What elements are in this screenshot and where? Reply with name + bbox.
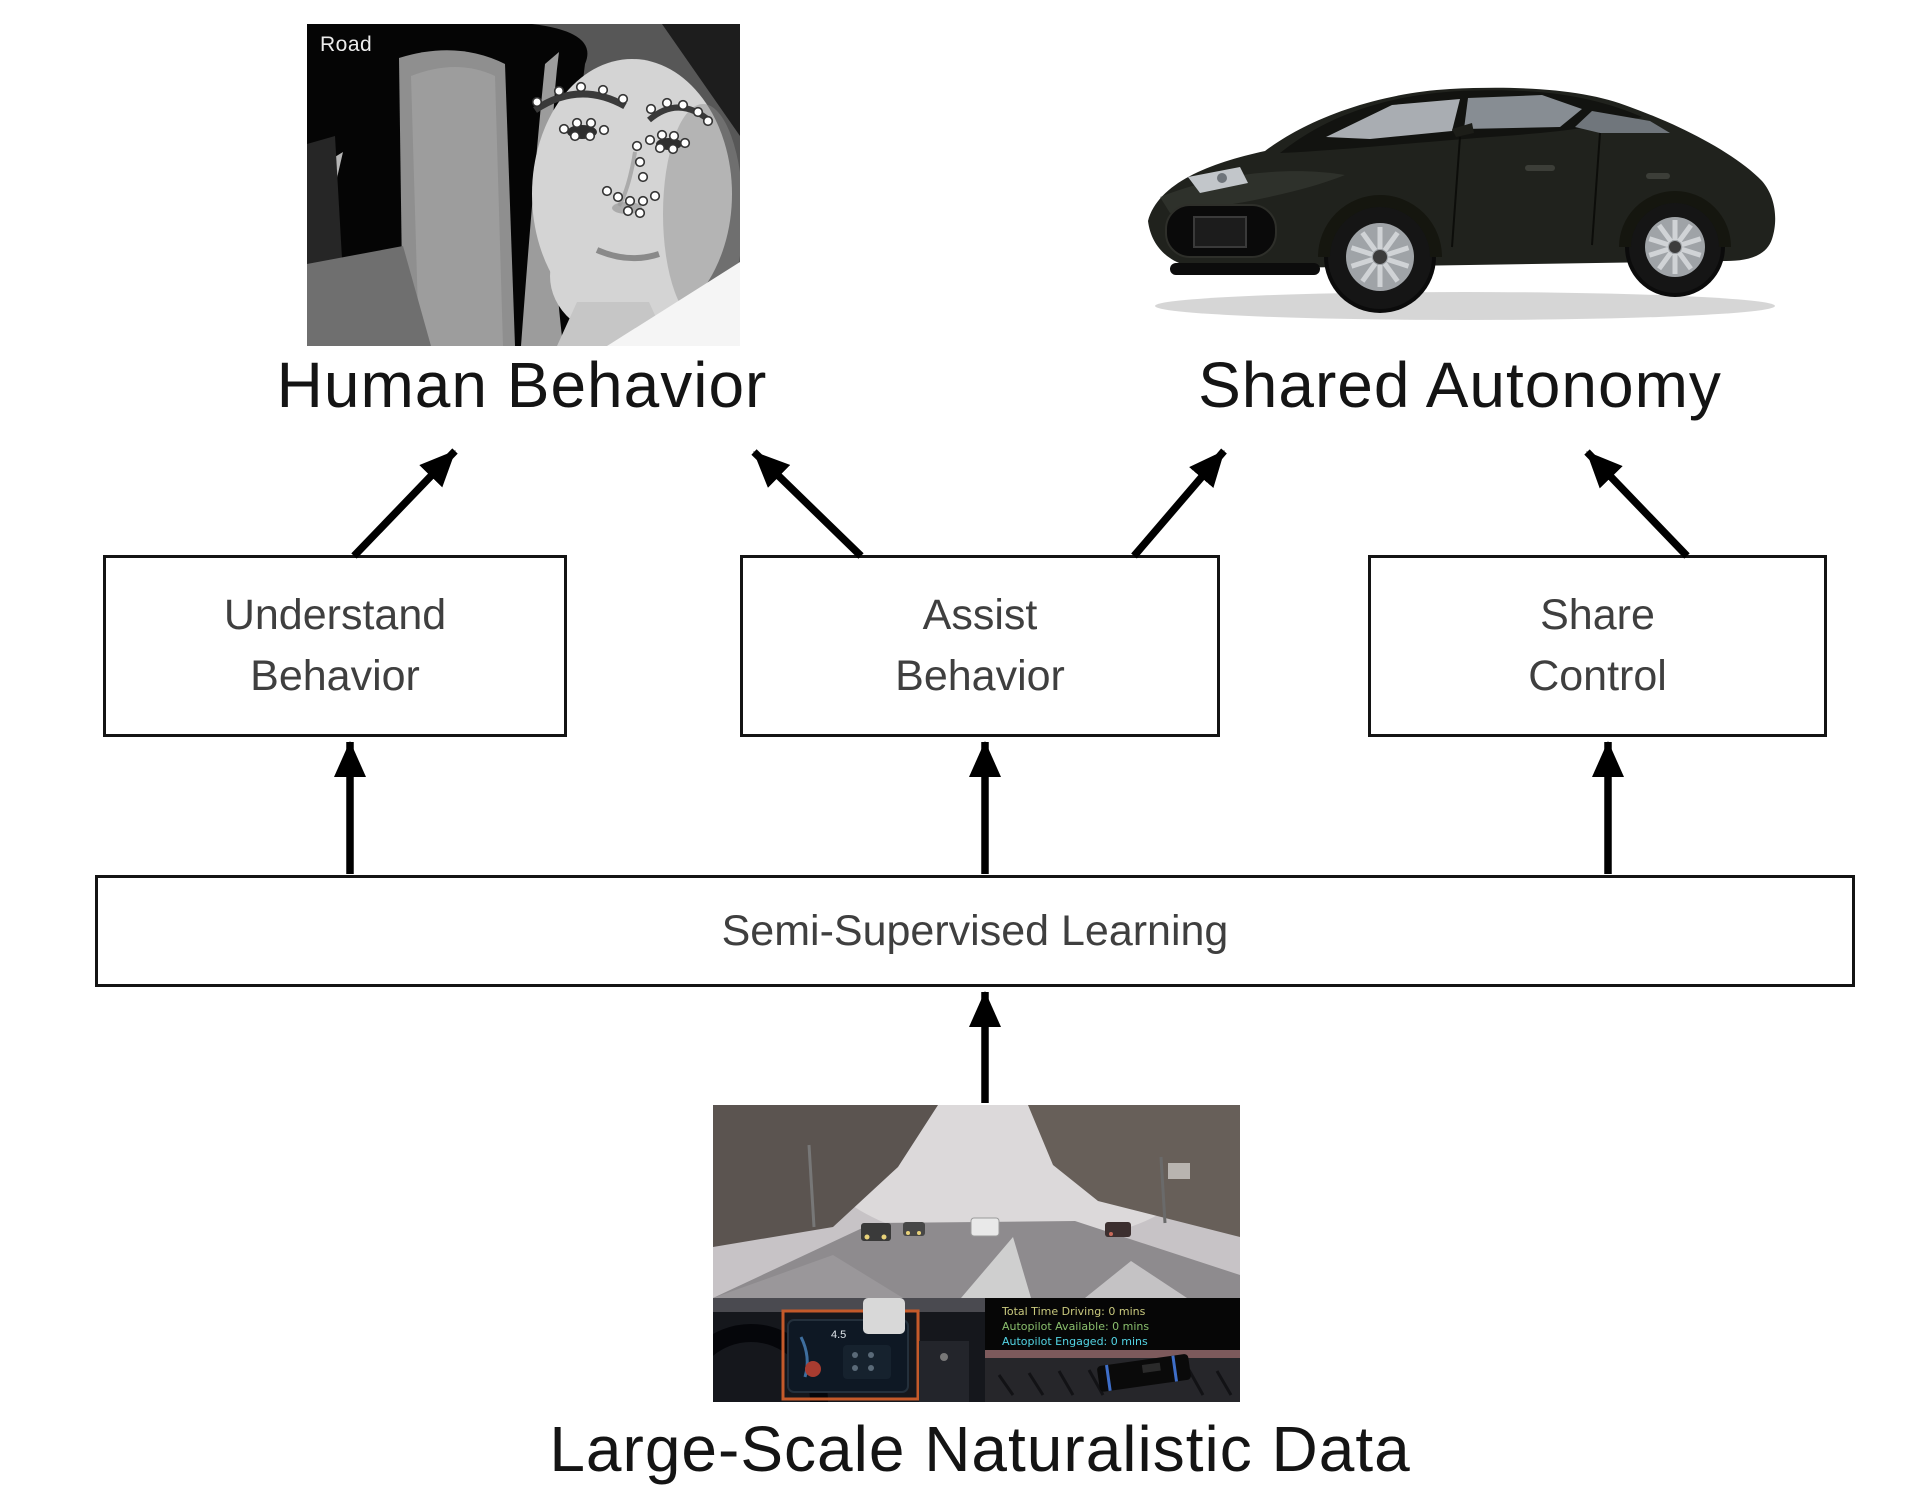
- driving-scene-illustration: [713, 1105, 1240, 1402]
- box-semi-supervised-learning: Semi-Supervised Learning: [95, 875, 1855, 987]
- box-text-line: Assist: [922, 591, 1038, 639]
- arrow-share-to-shared: [1584, 449, 1690, 559]
- telemetry-line: Autopilot Engaged: 0 mins: [1002, 1335, 1148, 1348]
- front-wheel: [1324, 201, 1436, 313]
- box-assist-behavior: Assist Behavior: [740, 555, 1220, 737]
- driver-face-image: Road: [307, 24, 740, 346]
- telemetry-overlay: Total Time Driving: 0 mins Autopilot Ava…: [1002, 1304, 1149, 1349]
- box-understand-behavior: Understand Behavior: [103, 555, 567, 737]
- box-text-line: Control: [1528, 652, 1667, 700]
- road-overlay-label: Road: [320, 33, 373, 56]
- rear-wheel: [1625, 197, 1725, 297]
- tesla-car-image: [1130, 25, 1790, 330]
- arrow-assist-to-human: [751, 449, 864, 559]
- box-text-line: Understand: [223, 591, 447, 639]
- arrow-understand-to-human: [351, 448, 458, 559]
- arrow-assist-to-shared: [1131, 448, 1227, 559]
- detection-bounding-box: [781, 1309, 920, 1401]
- box-text-line: Semi-Supervised Learning: [721, 906, 1229, 955]
- box-text-line: Behavior: [250, 652, 420, 700]
- label-shared-autonomy: Shared Autonomy: [1198, 349, 1722, 421]
- facial-landmark-dots: [531, 81, 714, 219]
- telemetry-line: Total Time Driving: 0 mins: [1002, 1305, 1146, 1318]
- naturalistic-data-image: 4.5 Total Time Driving: 0 mins Autopilot…: [713, 1105, 1240, 1402]
- telemetry-line: Autopilot Available: 0 mins: [1002, 1320, 1150, 1333]
- box-text-line: Share: [1540, 591, 1655, 639]
- box-text-line: Behavior: [895, 652, 1065, 700]
- car-illustration: [1148, 87, 1776, 320]
- box-share-control: Share Control: [1368, 555, 1827, 737]
- label-large-scale-naturalistic-data: Large-Scale Naturalistic Data: [549, 1413, 1411, 1485]
- label-human-behavior: Human Behavior: [276, 349, 768, 421]
- driver-face-illustration: [307, 24, 740, 346]
- cluster-value: 4.5: [831, 1329, 847, 1341]
